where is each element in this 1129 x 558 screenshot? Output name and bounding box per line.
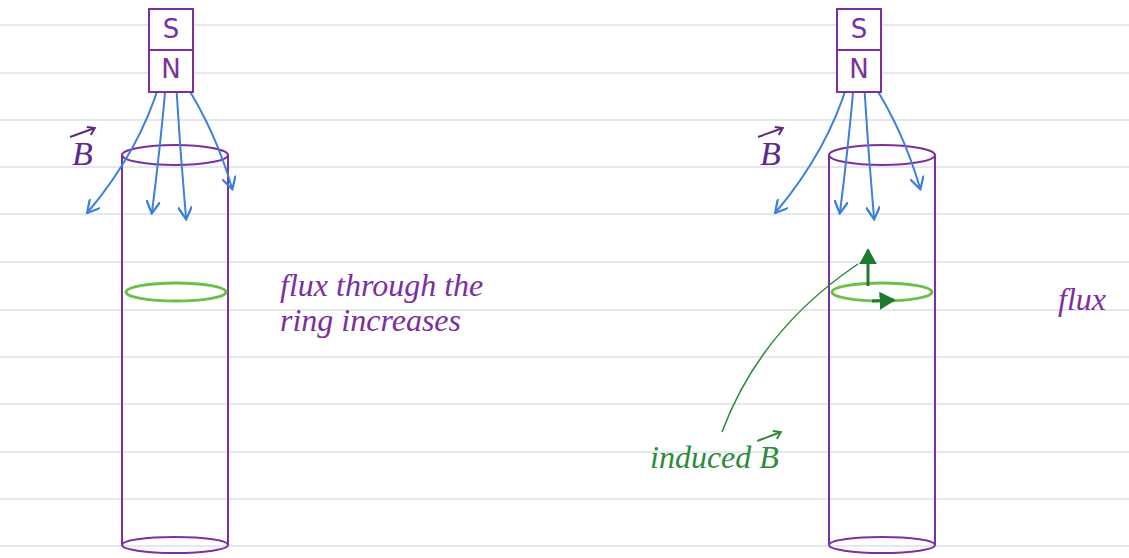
note: flux through the ring increases bbox=[280, 268, 540, 338]
ring-right bbox=[832, 283, 932, 301]
bar-magnet: SN bbox=[148, 8, 194, 93]
vector-arrow-head bbox=[775, 127, 783, 135]
induced-field-arrow bbox=[867, 250, 870, 286]
magnet-pole: N bbox=[838, 51, 880, 91]
bar-magnet: SN bbox=[836, 8, 882, 93]
ring-left bbox=[126, 283, 226, 301]
current-direction-arrow bbox=[872, 300, 894, 301]
callout-label: induced B bbox=[650, 440, 779, 475]
magnet-pole: S bbox=[150, 10, 192, 51]
note: flux bbox=[1058, 282, 1106, 317]
vector-label: B bbox=[72, 135, 93, 172]
tube-left bbox=[122, 145, 228, 553]
field-lines-left bbox=[88, 82, 232, 218]
magnet-pole: S bbox=[838, 10, 880, 51]
tube-right bbox=[829, 145, 935, 553]
ruled-lines bbox=[0, 25, 1129, 546]
vector-label: B bbox=[760, 135, 781, 172]
field-lines-right bbox=[776, 82, 920, 218]
leader-line bbox=[722, 264, 858, 432]
vector-arrows bbox=[70, 127, 783, 441]
vector-arrow-head bbox=[773, 431, 781, 439]
magnet-pole: N bbox=[150, 51, 192, 91]
vector-arrow-head bbox=[87, 127, 95, 135]
